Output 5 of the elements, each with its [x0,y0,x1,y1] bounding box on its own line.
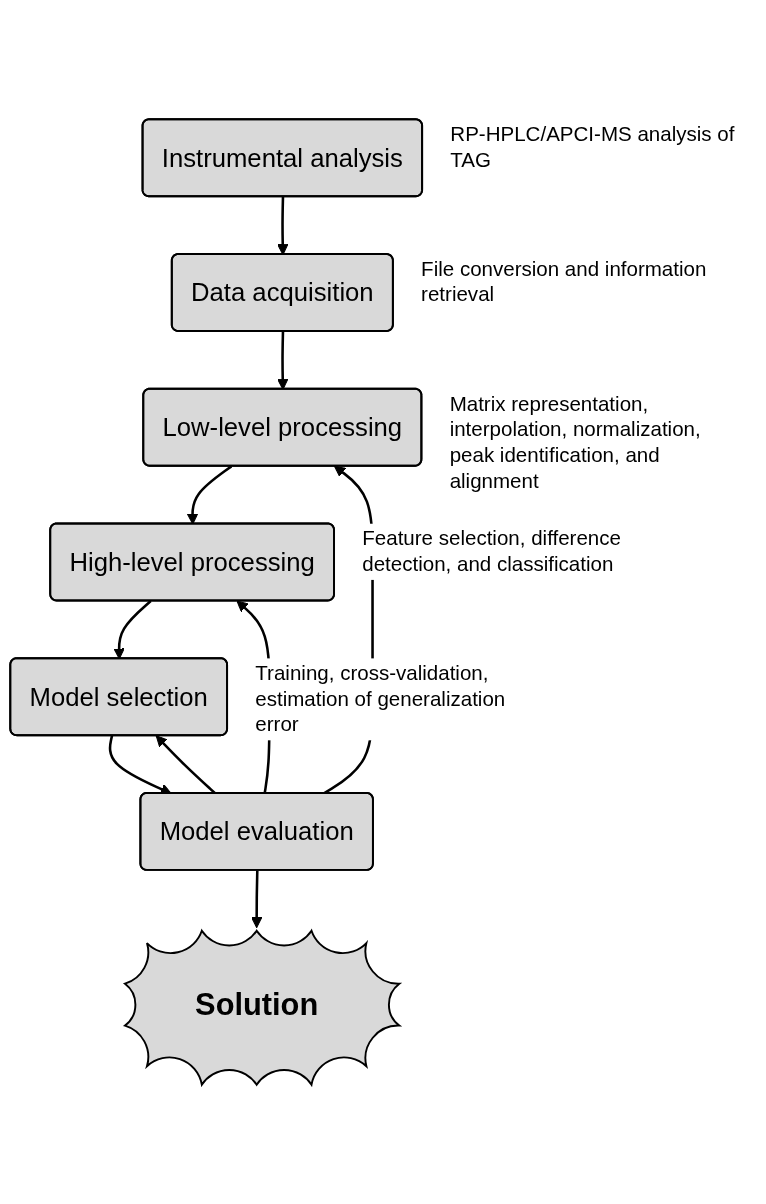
arrow [277,331,289,390]
arrow [113,600,152,660]
arrow [251,870,263,929]
arrow [277,196,289,256]
arrow [186,465,233,525]
